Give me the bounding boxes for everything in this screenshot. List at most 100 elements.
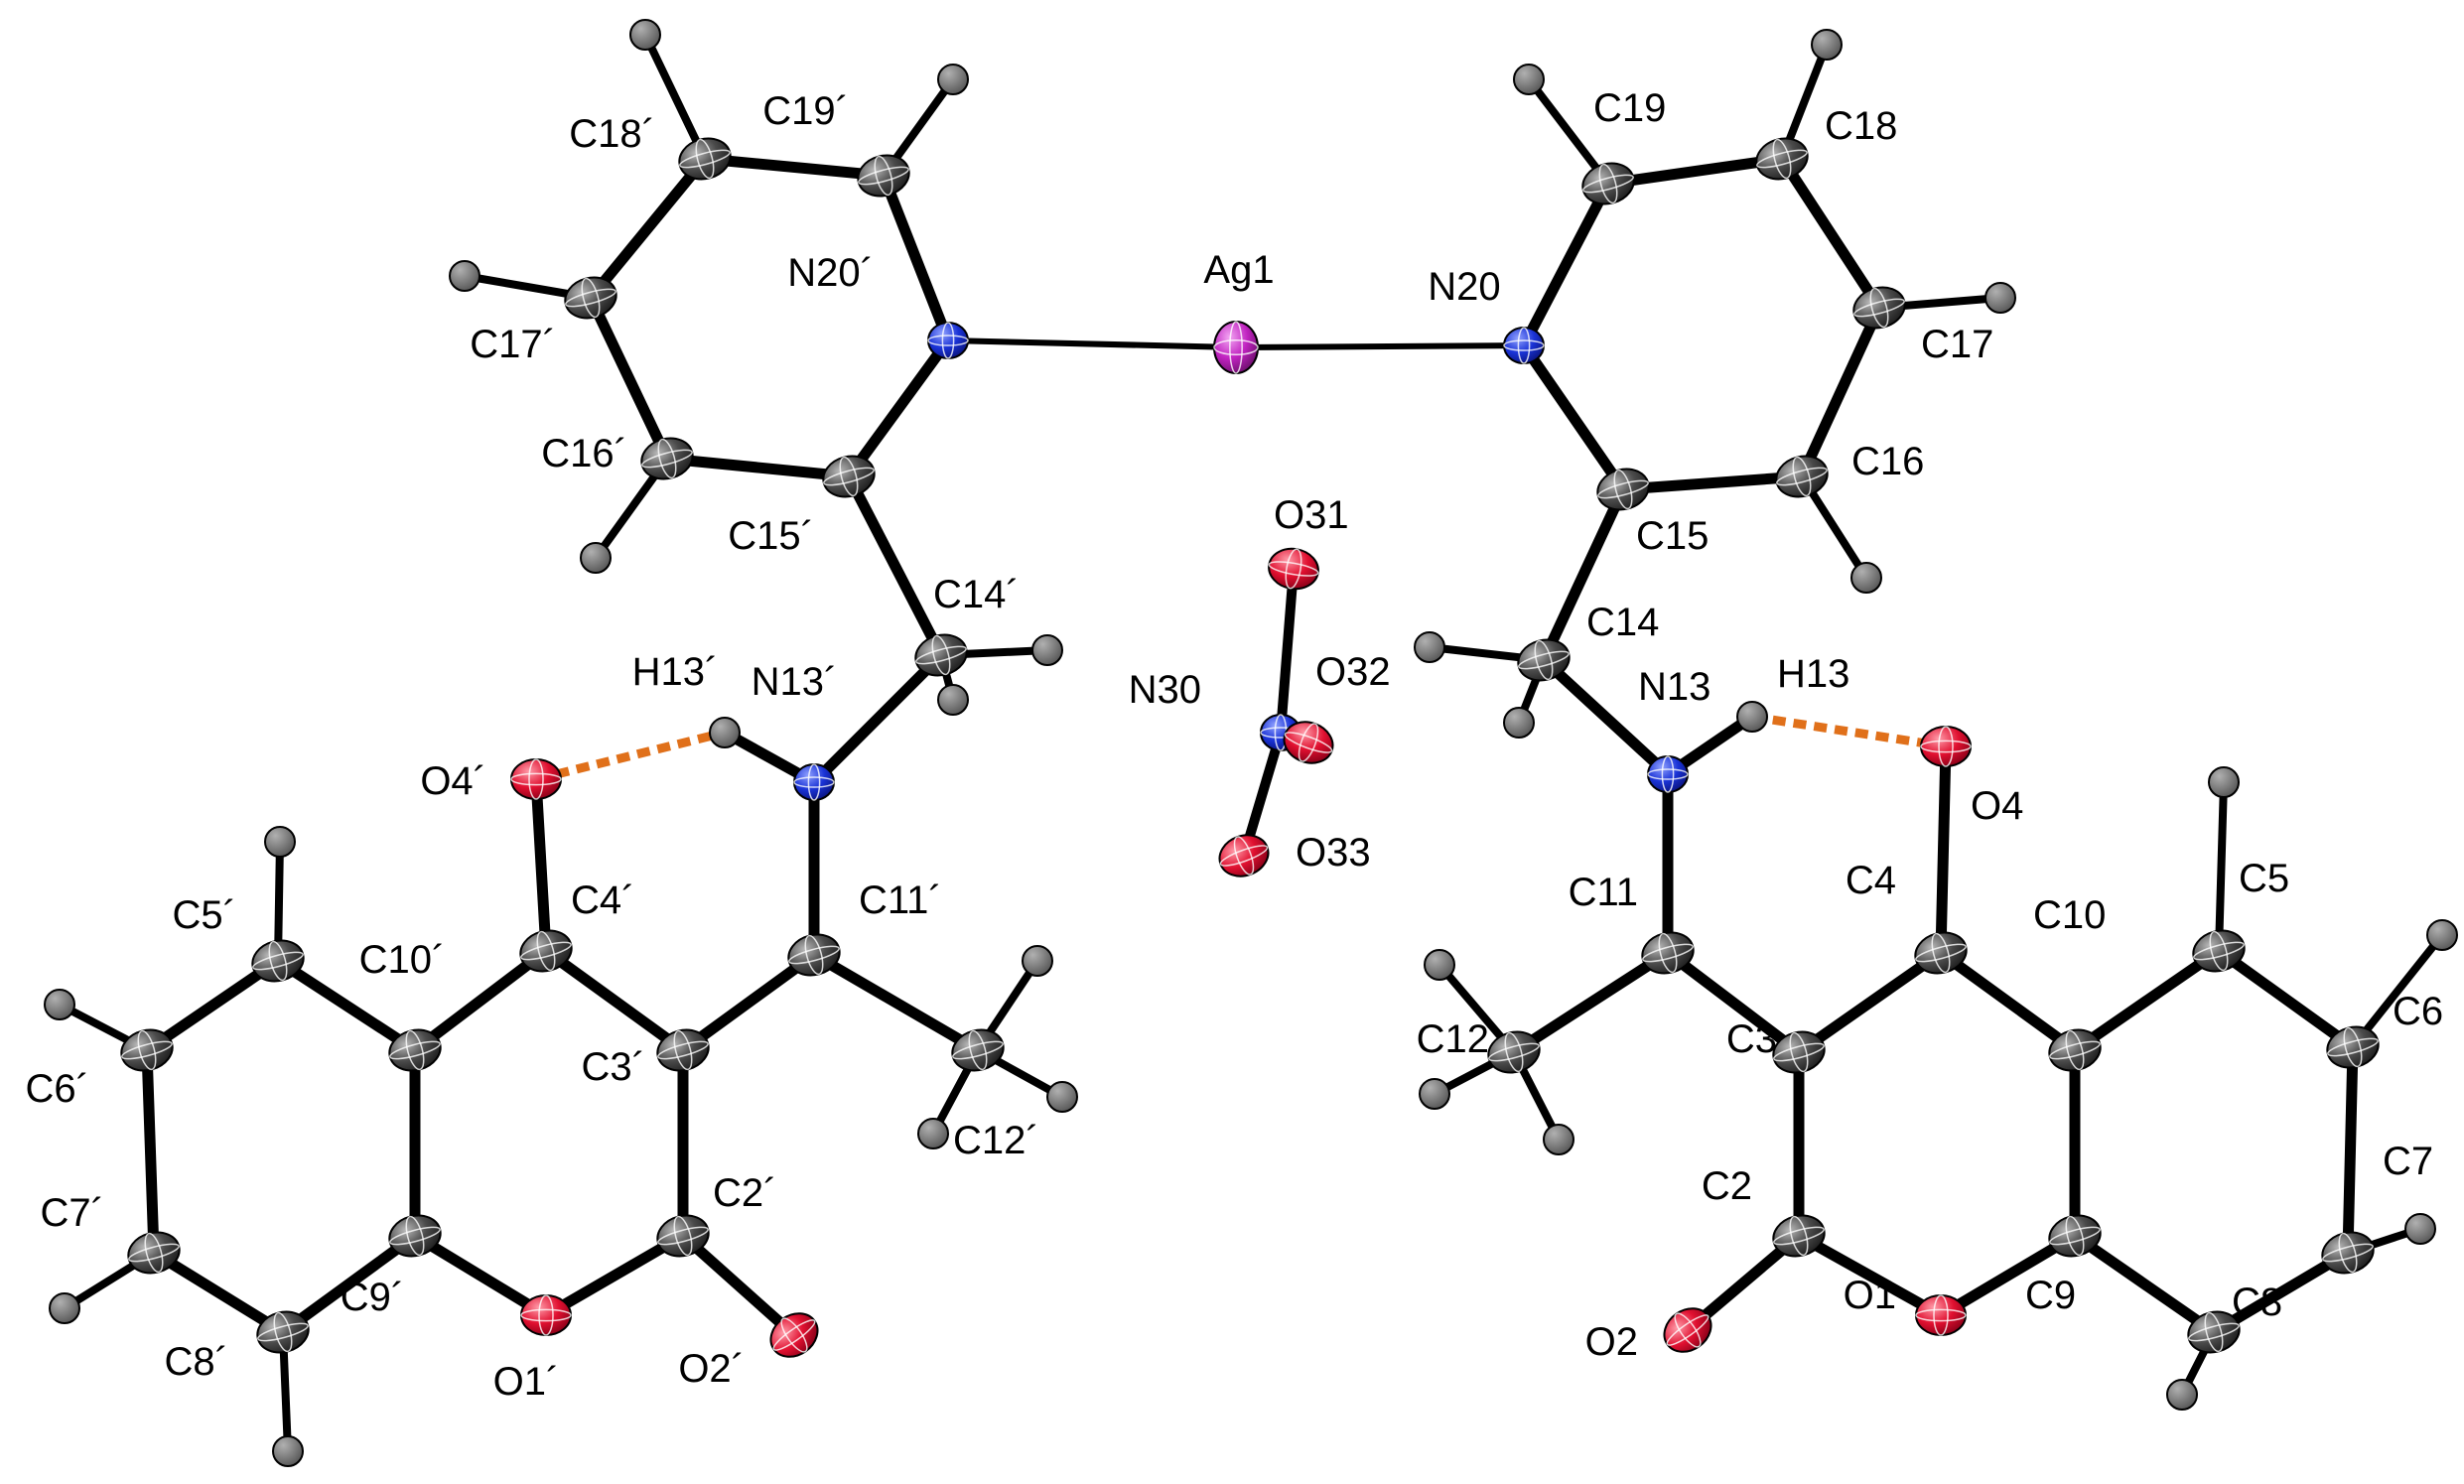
- bond-C7p-C8p: [148, 1247, 289, 1338]
- atom-C11: [1641, 931, 1695, 975]
- label-C10: C10: [2033, 893, 2106, 937]
- atom-H_C12p_1: [1022, 945, 1053, 977]
- atom-O33: [1218, 834, 1270, 877]
- atom-H_C12p_2: [1046, 1081, 1078, 1113]
- atom-H_C12_2: [1419, 1078, 1450, 1110]
- label-C3: C3: [1726, 1017, 1777, 1061]
- label-C6: C6: [2393, 990, 2443, 1033]
- atom-N13: [1647, 755, 1689, 793]
- atom-H_C5p_1: [264, 826, 296, 858]
- label-C4p: C4´: [571, 878, 634, 922]
- label-N13: N13: [1638, 665, 1711, 709]
- label-C8p: C8´: [165, 1340, 228, 1384]
- label-C11: C11: [1569, 871, 1638, 914]
- atom-H_C5_1: [2208, 766, 2240, 798]
- label-O31: O31: [1274, 493, 1349, 537]
- atom-H_C7_1: [2404, 1213, 2436, 1245]
- atom-H_C18p_1: [629, 19, 661, 51]
- bond-C9p-O1p: [409, 1230, 552, 1321]
- label-H13p: H13´: [632, 650, 719, 694]
- bond-C17p-C16p: [585, 292, 673, 465]
- atom-O4p: [510, 758, 562, 800]
- label-C14: C14: [1586, 601, 1659, 644]
- bond-N20p-C19p: [878, 170, 954, 346]
- bond-C15p-N20p: [843, 335, 954, 482]
- label-C5p: C5´: [173, 893, 236, 937]
- label-C19p: C19´: [762, 89, 849, 133]
- label-O33: O33: [1296, 831, 1371, 875]
- label-C12: C12: [1417, 1017, 1489, 1061]
- bond-C4p-O4p: [530, 773, 552, 957]
- atom-C14: [1517, 638, 1571, 682]
- label-C8: C8: [2232, 1281, 2282, 1324]
- atom-C6p: [120, 1028, 174, 1072]
- atom-Ag1: [1213, 321, 1259, 374]
- bond-C16-C15: [1617, 471, 1808, 495]
- bond-C6-C7: [2342, 1041, 2359, 1259]
- atom-C2: [1772, 1214, 1826, 1258]
- bond-C5p-C6p: [141, 955, 284, 1056]
- label-C2p: C2´: [713, 1171, 776, 1215]
- atom-O32: [1283, 721, 1334, 764]
- atom-H_C14_2: [1503, 707, 1535, 739]
- label-N13p: N13´: [752, 660, 838, 704]
- label-C16p: C16´: [541, 432, 627, 475]
- bond-C4-C10: [1935, 947, 2081, 1056]
- atom-H_C19p_1: [937, 64, 969, 95]
- atom-H_C6_1: [2426, 919, 2458, 951]
- label-C10p: C10´: [359, 938, 446, 982]
- atom-H_C7p_1: [49, 1292, 80, 1324]
- hydrogen-bond-O4p-H13p: [534, 728, 727, 784]
- atom-H_C14p_1: [1031, 634, 1063, 666]
- atom-C3: [1772, 1030, 1826, 1074]
- atom-H_C17_1: [1985, 282, 2016, 314]
- atom-C5p: [251, 939, 305, 983]
- atom-C17: [1852, 286, 1906, 330]
- atom-C9: [2048, 1214, 2102, 1258]
- label-C2: C2: [1702, 1164, 1752, 1208]
- label-N30: N30: [1129, 668, 1201, 712]
- atom-C19: [1581, 162, 1635, 205]
- bond-C11p-C12p: [808, 949, 984, 1056]
- bond-C15-C14: [1538, 483, 1629, 666]
- atom-H_C12_3: [1543, 1124, 1574, 1155]
- atom-H_C12p_3: [917, 1118, 949, 1149]
- label-C18p: C18´: [569, 112, 655, 156]
- atom-H_C16_1: [1850, 562, 1882, 594]
- bond-N20-C19: [1518, 178, 1614, 351]
- label-C9: C9: [2025, 1274, 2076, 1317]
- atom-N20p: [927, 322, 969, 359]
- atom-C5: [2192, 929, 2246, 973]
- label-C3p: C3´: [582, 1045, 645, 1089]
- label-O1p: O1´: [493, 1360, 560, 1404]
- label-C15: C15: [1636, 514, 1709, 558]
- atom-C8p: [256, 1310, 310, 1354]
- label-O4p: O4´: [420, 759, 486, 803]
- label-C18: C18: [1825, 104, 1897, 148]
- atom-C10: [2048, 1028, 2102, 1072]
- bond-C19p-C18p: [699, 153, 890, 182]
- bond-C5-C6: [2213, 945, 2359, 1053]
- label-C17p: C17´: [470, 323, 556, 366]
- label-C6p: C6´: [26, 1067, 89, 1111]
- bond-Ag1-N20: [1233, 342, 1527, 350]
- atom-C7: [2321, 1231, 2375, 1275]
- atom-O2: [1663, 1307, 1712, 1353]
- label-C11p: C11´: [859, 878, 942, 922]
- atom-C12: [1487, 1030, 1541, 1074]
- label-Ag1: Ag1: [1203, 248, 1274, 292]
- atom-O1p: [520, 1294, 572, 1336]
- label-C7: C7: [2383, 1140, 2433, 1183]
- atom-C19p: [857, 154, 910, 198]
- atom-C9p: [388, 1214, 442, 1258]
- bond-C18p-h: [641, 31, 709, 163]
- label-C19: C19: [1593, 86, 1666, 130]
- atom-H13p: [709, 717, 741, 748]
- bond-C6p-C7p: [141, 1044, 160, 1259]
- bond-N30-O31: [1276, 564, 1299, 738]
- label-O2: O2: [1585, 1320, 1638, 1364]
- bond-N20p-Ag1: [945, 337, 1239, 350]
- bond-C4p-C10p: [409, 945, 552, 1056]
- atom-O31: [1268, 547, 1319, 591]
